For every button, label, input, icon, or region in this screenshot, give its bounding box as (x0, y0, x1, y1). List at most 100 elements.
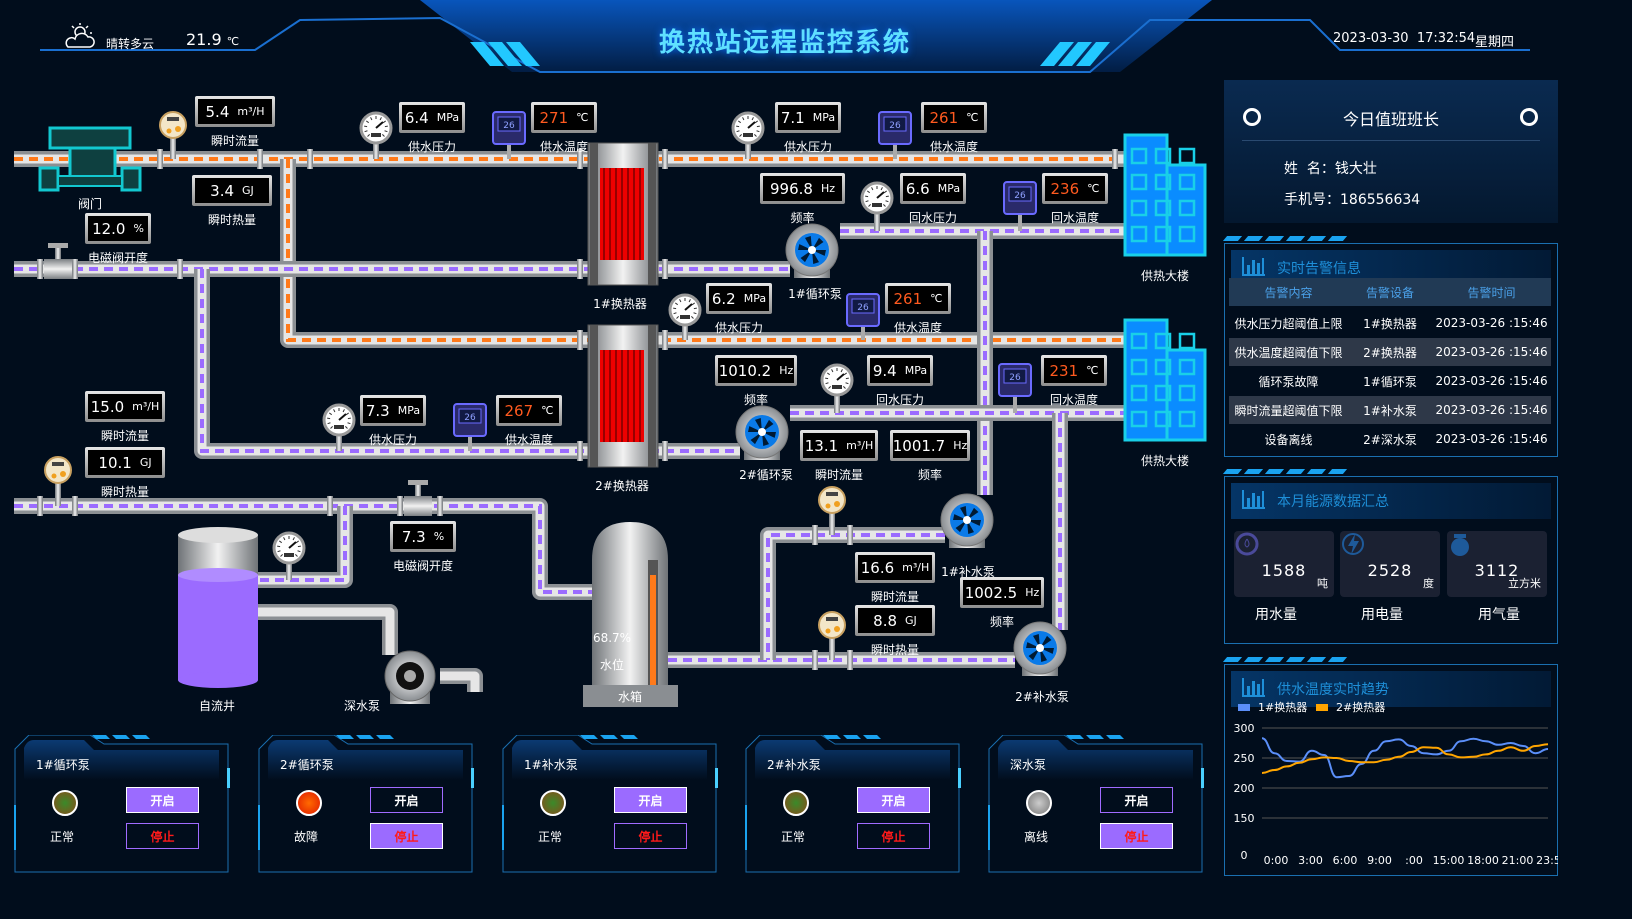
readout-value: 236 (1050, 179, 1080, 198)
heat-exchanger-hx2[interactable] (587, 324, 659, 468)
readout-value: 267 (504, 401, 534, 420)
deep-well-pump[interactable] (384, 650, 436, 704)
pipe-flange (157, 149, 163, 169)
start-button[interactable]: 开启 (614, 787, 687, 813)
equipment-label-hx1: 1#换热器 (593, 297, 647, 311)
readout-display: 267 ℃ (496, 395, 562, 426)
readout-unit: GJ (242, 184, 254, 197)
equipment-label-tank: 水箱 (617, 690, 643, 704)
decor-stripes (1222, 469, 1348, 474)
stop-button[interactable]: 停止 (614, 823, 687, 849)
pipe-flange (662, 441, 668, 461)
readout-label: 回水温度 (1049, 393, 1099, 407)
pipe-flange (577, 259, 583, 279)
readout-unit: ℃ (966, 111, 979, 124)
divider (1242, 140, 1540, 141)
thermometer-icon: 26 (492, 111, 526, 159)
stop-button[interactable]: 停止 (857, 823, 930, 849)
alarm-time: 2023-03-26 :15:46 (1435, 374, 1548, 388)
readout-unit: ℃ (541, 404, 554, 417)
energy-unit: 吨 (1317, 577, 1328, 590)
alarm-time: 2023-03-26 :15:46 (1435, 345, 1548, 359)
readout-value: 6.4 (404, 108, 429, 127)
status-indicator-icon (540, 790, 566, 816)
readout-display: 236℃ (1042, 173, 1108, 204)
readout-value: 261 (893, 289, 923, 308)
flowmeter-icon (818, 486, 846, 535)
pressure-gauge-icon (820, 363, 854, 413)
energy-value: 1588 (1261, 561, 1307, 580)
heat-exchanger-hx1[interactable] (587, 142, 659, 286)
start-button[interactable]: 开启 (370, 787, 443, 813)
energy-label: 用电量 (1361, 607, 1403, 623)
equipment-label-makeup1: 1#补水泵 (941, 565, 995, 579)
return-pipe-flow (200, 269, 740, 453)
readout-value: 1010.2 (718, 361, 772, 380)
gate-valve-icon[interactable] (38, 126, 142, 192)
trend-panel: 供水温度实时趋势 (1222, 657, 1558, 876)
readout-value: 7.3 (401, 527, 426, 546)
x-tick-label: :00 (1405, 854, 1423, 867)
makeup-pump-2[interactable] (1013, 621, 1067, 676)
pipe-flange (812, 525, 818, 545)
name-label: 姓 名： (1284, 161, 1335, 177)
readout-value: 16.6 (860, 558, 895, 577)
readout-value: 261 (929, 108, 959, 127)
thermometer-icon: 26 (846, 293, 880, 340)
solenoid-valve-icon[interactable] (404, 480, 432, 516)
readout-unit: % (133, 222, 144, 235)
readout-display: 261℃ (885, 283, 951, 314)
readout-value: 7.1 (780, 108, 805, 127)
y-tick-label: 0 (1241, 849, 1248, 862)
x-tick-label: 0:00 (1264, 854, 1289, 867)
readout-value: 5.4 (205, 102, 230, 121)
stop-button[interactable]: 停止 (1100, 823, 1173, 849)
circulation-pump-1[interactable] (785, 223, 839, 278)
pipe-flange (847, 650, 853, 670)
makeup-pipe-flow (766, 533, 945, 660)
energy-card: 1588 吨 (1234, 531, 1334, 597)
legend-label: 1#换热器 (1258, 700, 1307, 714)
equipment-label-deep_pump: 深水泵 (343, 699, 381, 713)
flowmeter-icon (818, 611, 846, 660)
y-tick-label: 150 (1234, 812, 1255, 825)
pressure-gauge-icon (272, 531, 306, 580)
thermometer-display: 26 (857, 303, 869, 313)
pipe-flange (72, 496, 78, 516)
start-button[interactable]: 开启 (126, 787, 199, 813)
alarm-time: 2023-03-26 :15:46 (1435, 432, 1548, 446)
solenoid-valve-icon[interactable] (44, 243, 72, 279)
thermometer-icon: 26 (878, 111, 912, 159)
readout-unit: Hz (1025, 586, 1040, 599)
makeup-pump-1[interactable] (940, 493, 994, 548)
alarm-table-header: 告警内容告警设备告警时间 (1229, 278, 1551, 306)
equipment-label-tank_level_label: 水位 (599, 658, 625, 672)
readout-unit: MPa (743, 292, 767, 305)
status-text: 正常 (781, 830, 806, 844)
start-button[interactable]: 开启 (1100, 787, 1173, 813)
thermometer-icon: 26 (998, 363, 1032, 413)
pressure-gauge-icon (731, 111, 765, 159)
stop-button[interactable]: 停止 (370, 823, 443, 849)
pipe-flange (847, 525, 853, 545)
readout-value: 3.4 (210, 181, 235, 200)
pump-name: 1#补水泵 (524, 758, 578, 772)
status-text: 正常 (50, 830, 75, 844)
readout-label: 回水压力 (875, 393, 925, 407)
stop-button[interactable]: 停止 (126, 823, 199, 849)
alarm-time: 2023-03-26 :15:46 (1435, 403, 1548, 417)
legend-label: 2#换热器 (1336, 700, 1385, 714)
bar-chart-icon (1241, 676, 1267, 702)
readout-value: 1001.7 (892, 436, 946, 455)
start-button[interactable]: 开启 (857, 787, 930, 813)
circulation-pump-2[interactable] (735, 405, 789, 460)
